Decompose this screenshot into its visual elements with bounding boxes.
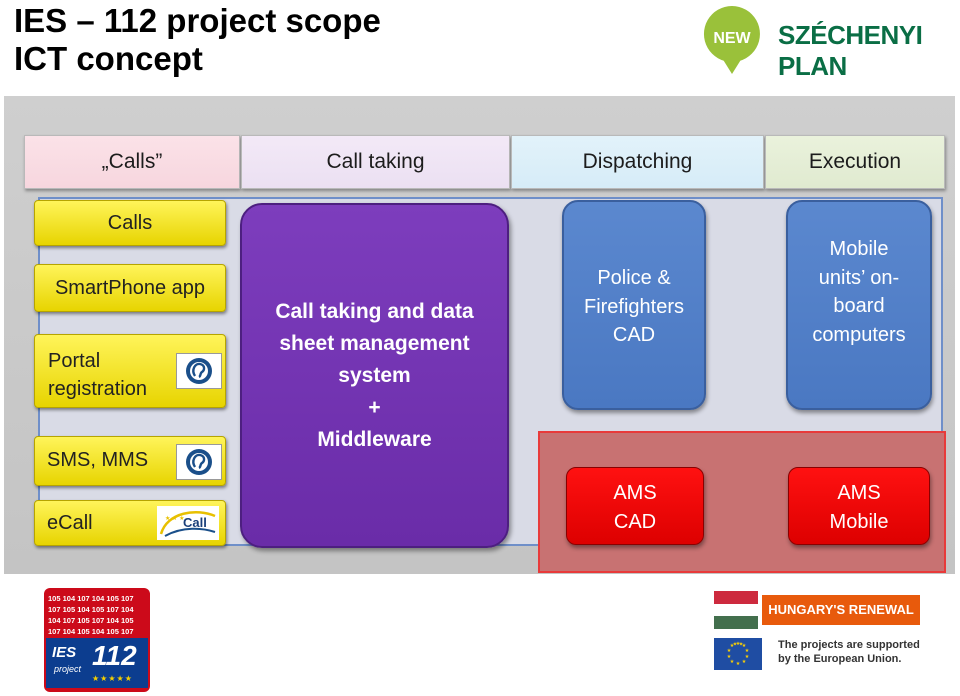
eu-support-logo: ★★★★★★★★★★★★ The projects are supported …: [714, 636, 924, 672]
police-line-3: CAD: [612, 324, 656, 346]
hungary-renewal-text: HUNGARY'S RENEWAL: [762, 595, 920, 625]
svg-text:★: ★: [727, 654, 732, 660]
ecall-box: eCall ★ ★ ★ Call: [34, 500, 226, 546]
call-taking-line-1: Call taking and data: [275, 299, 474, 323]
header-call-taking: Call taking: [241, 135, 510, 189]
svg-text:★: ★: [742, 659, 747, 665]
new-badge-icon: NEW: [703, 6, 760, 74]
ies-logo-name: IES: [52, 644, 77, 661]
call-taking-line-5: Middleware: [317, 427, 432, 451]
mobile-units-box: Mobile units’ on- board computers: [786, 200, 932, 410]
szechenyi-plan-logo: NEW SZÉCHENYI PLAN: [692, 2, 954, 81]
title-line-1: IES – 112 project scope: [14, 2, 381, 39]
mobile-line-1: Mobile: [829, 238, 889, 260]
police-firefighters-cad-box: Police & Firefighters CAD: [562, 200, 706, 410]
ies-logo-row-2: 107 105 104 105 107 104: [48, 605, 134, 614]
sms-mms-box: SMS, MMS: [34, 436, 226, 486]
mobile-line-2: units’ on-: [818, 266, 900, 289]
registration-label: registration: [48, 378, 147, 400]
svg-text:★: ★: [730, 659, 735, 665]
ies-112-logo: 105 104 107 104 105 107 107 105 104 105 …: [44, 588, 150, 692]
ams-mobile-line-2: Mobile: [829, 510, 889, 533]
ies-logo-number: 112: [92, 640, 137, 671]
call-taking-system-box: Call taking and data sheet management sy…: [240, 203, 509, 548]
ear-icon: [176, 444, 222, 480]
eu-flag-icon: ★★★★★★★★★★★★: [714, 638, 762, 670]
hungarian-flag-icon: [714, 591, 758, 629]
ecall-logo-icon: ★ ★ ★ Call: [157, 506, 219, 540]
ies-logo-stars: ★★★★★: [92, 674, 133, 683]
svg-text:★: ★: [727, 648, 732, 654]
portal-registration-box: Portal registration: [34, 334, 226, 408]
ies-logo-row-1: 105 104 107 104 105 107: [48, 594, 134, 603]
mobile-line-4: computers: [812, 323, 906, 346]
ear-icon: [176, 353, 222, 389]
header-execution: Execution: [765, 135, 945, 189]
svg-text:★: ★: [739, 642, 744, 648]
slide-title: IES – 112 project scope ICT concept: [14, 2, 381, 78]
eu-text-line-1: The projects are supported: [778, 639, 920, 651]
header-dispatching: Dispatching: [511, 135, 764, 189]
calls-heading-box: Calls: [34, 200, 226, 246]
call-taking-line-3: system: [338, 363, 411, 387]
ies-logo-row-4: 107 104 105 104 105 107: [48, 627, 134, 636]
hungary-renewal-logo: HUNGARY'S RENEWAL: [714, 591, 920, 629]
svg-text:★: ★: [733, 642, 738, 648]
smartphone-app-box: SmartPhone app: [34, 264, 226, 312]
ecall-label: eCall: [47, 512, 93, 534]
ams-mobile-line-1: AMS: [837, 482, 881, 504]
ams-mobile-box: AMS Mobile: [788, 467, 930, 545]
ams-cad-box: AMS CAD: [566, 467, 704, 545]
svg-text:★: ★: [745, 654, 750, 660]
title-line-2: ICT concept: [14, 40, 203, 77]
eu-text-line-2: by the European Union.: [778, 653, 902, 665]
call-taking-line-4: +: [368, 395, 381, 419]
svg-text:★: ★: [742, 643, 747, 649]
svg-text:★: ★: [730, 643, 735, 649]
sms-mms-label: SMS, MMS: [47, 449, 149, 471]
ies-logo-sub: project: [54, 664, 82, 674]
header-calls: „Calls”: [24, 135, 240, 189]
police-line-1: Police &: [597, 267, 671, 289]
portal-label: Portal: [48, 350, 101, 372]
svg-text:★ ★ ★: ★ ★ ★: [165, 515, 184, 522]
ams-cad-line-1: AMS: [613, 482, 657, 504]
svg-text:★: ★: [745, 648, 750, 654]
police-line-2: Firefighters: [583, 295, 685, 318]
svg-text:★: ★: [736, 641, 741, 647]
call-taking-line-2: sheet management: [279, 331, 470, 355]
svg-text:★: ★: [736, 661, 741, 667]
mobile-line-3: board: [833, 295, 885, 317]
ecall-logo-text: Call: [183, 515, 207, 530]
szechenyi-plan-text: SZÉCHENYI PLAN: [778, 20, 923, 81]
new-badge-text: NEW: [713, 30, 751, 47]
ies-logo-row-3: 104 107 105 107 104 105: [48, 616, 134, 625]
ams-cad-line-2: CAD: [613, 510, 657, 533]
ies-logo-bottom: IES project 112 ★★★★★: [46, 638, 148, 688]
